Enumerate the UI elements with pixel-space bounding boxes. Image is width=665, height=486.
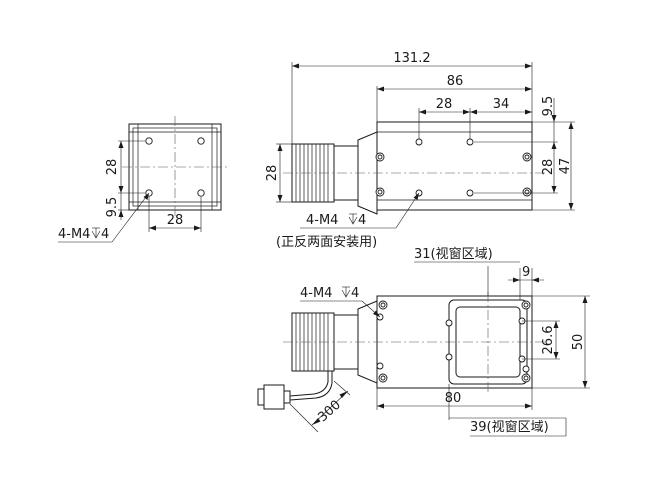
connector-tab <box>257 388 265 406</box>
dim-window-height: 26.6 <box>541 326 556 355</box>
bottom-view: 31(视窗区域) 9 26.6 50 80 39(视窗区域) <box>257 246 590 437</box>
dim-window-offset: 9 <box>522 265 530 280</box>
connector <box>263 384 285 410</box>
dim-overall-length: 131.2 <box>393 51 430 66</box>
dim-body-height: 47 <box>558 158 573 175</box>
end-view-hole <box>197 189 205 197</box>
note-bottom-depth: 4 <box>351 286 359 301</box>
dim-window-31: 31(视窗区域) <box>414 246 493 262</box>
side-hole <box>415 138 423 146</box>
bottom-hole <box>445 319 453 327</box>
end-view-hole <box>145 137 153 145</box>
cable-sheath <box>289 371 333 401</box>
note-side-depth: 4 <box>358 213 366 228</box>
depth-symbol-icon <box>341 286 351 298</box>
side-view: 131.2 86 28 34 9.5 28 47 <box>265 51 575 250</box>
note-side-holes-usage: (正反两面安装用) <box>276 235 377 250</box>
depth-symbol-icon <box>91 227 101 239</box>
note-bottom-holes: 4-M4 <box>300 286 332 301</box>
dim-hole-spacing-b: 34 <box>493 97 510 112</box>
dim-base-length: 80 <box>445 391 462 406</box>
dim-end-offset: 9.5 <box>105 197 120 218</box>
connector-boot <box>283 390 291 404</box>
dim-body-length: 86 <box>447 74 464 89</box>
dim-top-offset: 9.5 <box>541 96 556 117</box>
bottom-hole <box>445 353 453 361</box>
end-view-hole <box>197 137 205 145</box>
depth-symbol-icon <box>348 213 358 225</box>
bottom-hole <box>522 365 530 373</box>
dim-end-hole-pitch-h: 28 <box>167 213 184 228</box>
side-hole <box>466 138 474 146</box>
dim-overall-height: 50 <box>571 334 586 351</box>
dim-hole-vertical-pitch: 28 <box>541 159 556 176</box>
side-hole <box>466 189 474 197</box>
note-end-depth: 4 <box>101 227 109 242</box>
dim-end-hole-pitch-v: 28 <box>105 159 120 176</box>
end-view: 28 9.5 28 4-M4 4 <box>58 116 228 243</box>
cable <box>289 371 329 397</box>
note-end-holes: 4-M4 <box>58 227 90 242</box>
bottom-hole <box>376 362 384 370</box>
dim-window-39: 39(视窗区域) <box>470 419 549 435</box>
dim-hole-spacing-a: 28 <box>436 97 453 112</box>
dim-lens-diameter: 28 <box>265 165 280 182</box>
note-side-holes: 4-M4 <box>306 213 338 228</box>
camera-body-side <box>376 121 533 211</box>
